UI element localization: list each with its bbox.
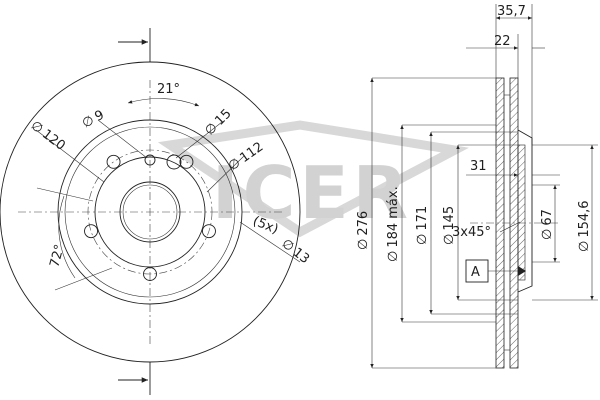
dim-hat-depth: 31 [470,159,487,174]
bolt-hole [84,224,98,239]
svg-text:∅13: ∅13 [279,236,313,267]
svg-text:∅145: ∅145 [442,206,457,245]
hat-circle [64,126,236,298]
dia-15-label: 15 [212,106,234,128]
angle-72-label: 72° [47,243,67,269]
dia-120-label: 120 [39,127,68,154]
front-view: 21° 72° ∅120 ∅9 ∅15 ∅112 (5x) ∅13 [0,28,312,395]
side-view: 35,7 22 ∅276 ∅184 máx. ∅171 ∅ [356,4,598,369]
watermark-text: ICER [212,151,412,235]
dim-145: 145 [442,206,457,231]
dim-chamfer: 3x45° [452,225,491,240]
angle-21-arc [127,98,200,107]
angle-72-arc [58,195,76,279]
dim-outer-dia: 276 [356,211,371,236]
svg-text:∅9: ∅9 [80,108,107,132]
angle-21-label: 21° [157,82,180,97]
disc-profile [470,77,560,369]
angle-72-leg-2 [54,267,113,291]
svg-text:∅120: ∅120 [28,118,68,154]
svg-text:∅276: ∅276 [356,211,371,250]
large-hole [166,154,182,170]
dim-center: 67 [540,209,555,226]
dia-13-label: 13 [290,245,312,267]
icer-watermark: ICER [157,120,469,238]
dia-9-callout: ∅9 [80,108,148,159]
svg-text:∅154,6: ∅154,6 [577,200,592,252]
dim-width-total: 35,7 [497,4,526,19]
svg-text:∅67: ∅67 [540,209,555,240]
svg-text:∅171: ∅171 [415,206,430,245]
dim-171: 171 [415,206,430,231]
datum-label: A [471,265,480,280]
bolt-hole [179,154,194,169]
center-bore-inner [122,184,178,240]
bolt-hole [106,154,121,169]
dim-width-hat: 22 [494,34,511,49]
dim-brake-max: 184 máx. [386,186,401,247]
svg-text:∅184 máx.: ∅184 máx. [386,186,401,262]
dim-hat-dia: 154,6 [577,200,592,237]
bolt-hole [202,224,216,239]
angle-72-leg-1 [36,187,94,202]
